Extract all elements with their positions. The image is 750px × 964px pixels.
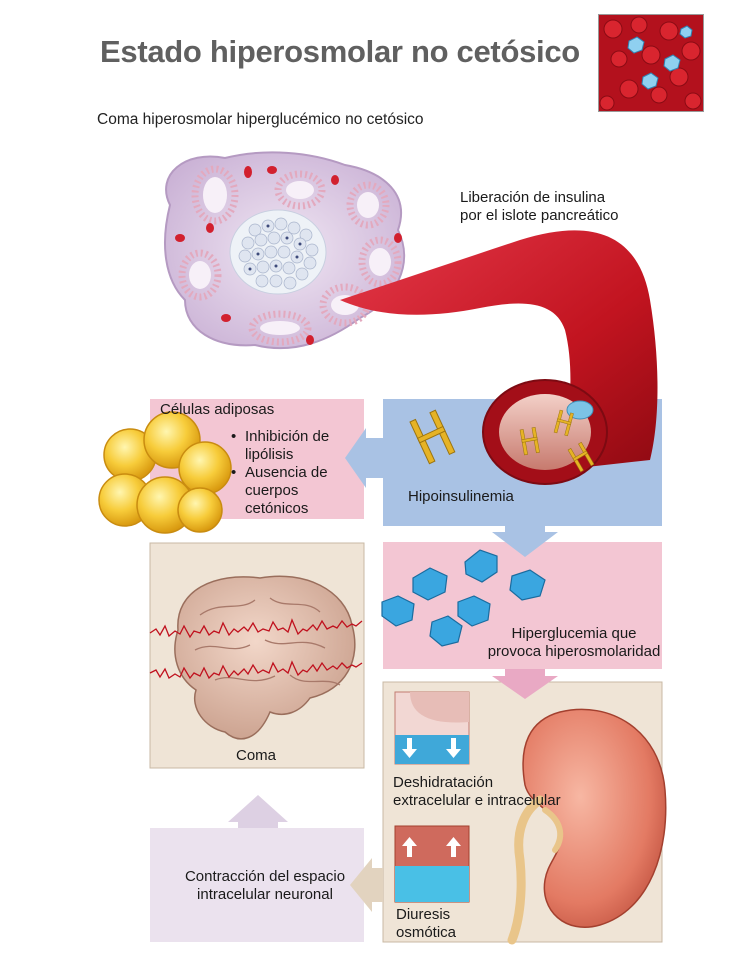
- neuronal-contraction-label: Contracción del espacio intracelular neu…: [184, 868, 346, 903]
- brain-icon: [174, 575, 356, 740]
- arrow-to-coma: [228, 795, 288, 828]
- bullet-lipolysis: Inhibición de lipólisis: [231, 428, 361, 464]
- diuresis-panel-icon: [394, 825, 470, 903]
- coma-label: Coma: [236, 747, 277, 764]
- arrow-hyper-to-kidney: [492, 669, 558, 699]
- eeg-wave-icon: [149, 618, 363, 680]
- hyperglycemia-label: Hiperglucemia que provoca hiperosmolarid…: [487, 625, 661, 660]
- insulin-release-label: Liberación de insulina por el islote pan…: [460, 189, 619, 224]
- neuronal-box: [150, 828, 364, 942]
- thumbnail-blood-vessel-icon: [598, 14, 704, 112]
- dehydration-panel-icon: [394, 691, 470, 765]
- insulin-molecule-icon: [409, 409, 595, 473]
- hypoinsulinemia-label: Hipoinsulinemia: [408, 488, 514, 505]
- arrow-to-adipose: [345, 428, 383, 488]
- bullet-ketones: Ausencia de cuerpos cetónicos: [231, 464, 361, 518]
- arrow-hypo-to-hyper: [492, 526, 558, 557]
- dehydration-label: Deshidratación extracelular e intracelul…: [393, 774, 561, 809]
- adipose-title: Células adiposas: [160, 401, 275, 418]
- page-subtitle: Coma hiperosmolar hiperglucémico no cetó…: [97, 111, 424, 128]
- arrow-to-neuronal: [350, 858, 383, 912]
- adipose-bullets: Inhibición de lipólisis Ausencia de cuer…: [231, 428, 361, 518]
- hyperglycemia-box: [383, 542, 662, 669]
- fat-cells-icon: [98, 411, 232, 534]
- osmotic-diuresis-label: Diuresis osmótica: [396, 906, 457, 941]
- pancreatic-islet-icon: [164, 151, 406, 350]
- kidney-icon: [507, 708, 667, 945]
- glucose-crystal-icon: [381, 549, 546, 647]
- page-title: Estado hiperosmolar no cetósico: [100, 34, 580, 69]
